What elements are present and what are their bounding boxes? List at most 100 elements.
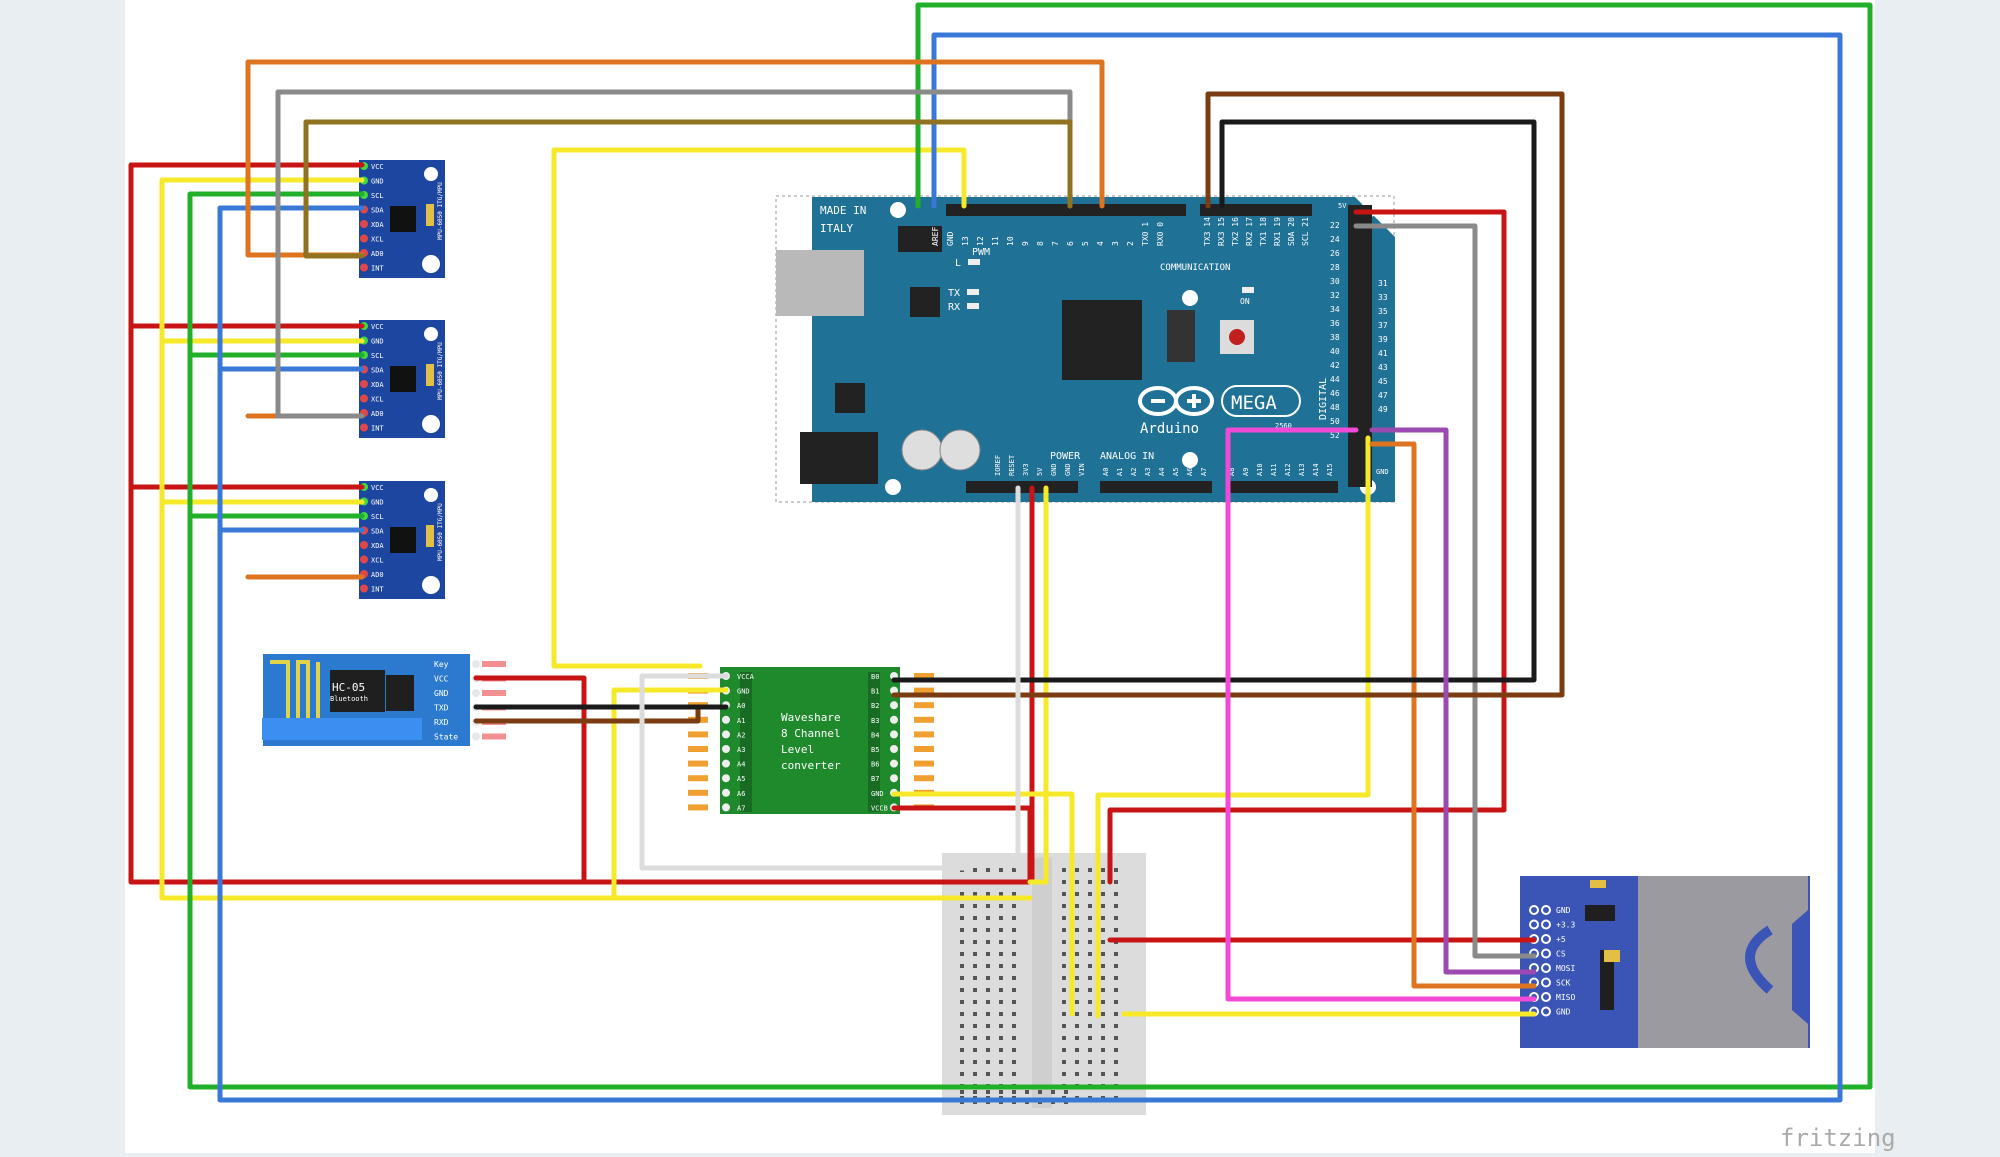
analog-pin-label: A14 <box>1312 463 1320 476</box>
sd-pin-label: CS <box>1556 950 1566 959</box>
mpu-pin-label: SCL <box>371 513 384 521</box>
right-header-pin-label: 46 <box>1330 389 1340 398</box>
breadboard-hole <box>1088 952 1092 956</box>
converter-pin-header <box>688 775 708 782</box>
breadboard-hole <box>1075 1000 1079 1004</box>
breadboard-hole <box>960 976 964 980</box>
hc05-pin-label: State <box>434 733 458 742</box>
mpu-capacitor <box>426 204 434 226</box>
mpu-pin-label: SDA <box>371 207 384 215</box>
breadboard-hole <box>1088 1024 1092 1028</box>
breadboard-hole <box>999 868 1003 872</box>
breadboard-rail-hole <box>960 1090 964 1094</box>
breadboard-rail-hole <box>999 1090 1003 1094</box>
breadboard-hole <box>999 964 1003 968</box>
top-header-pin-label: 11 <box>991 236 1000 246</box>
icsp-header <box>1167 310 1195 362</box>
sd-pin-label: MOSI <box>1556 964 1575 973</box>
breadboard-hole <box>999 1072 1003 1076</box>
converter-right-pin-label: B1 <box>871 688 879 696</box>
sd-pin-label: MISO <box>1556 993 1575 1002</box>
breadboard-hole <box>1101 892 1105 896</box>
converter-pin-header <box>914 702 934 709</box>
mpu-pin <box>360 541 368 549</box>
breadboard-hole <box>1101 988 1105 992</box>
converter-right-pin-label: B4 <box>871 731 879 739</box>
fritzing-watermark: fritzing <box>1780 1124 1896 1152</box>
breadboard-hole <box>1062 868 1066 872</box>
breadboard-rail-hole <box>973 1090 977 1094</box>
breadboard-hole <box>1101 880 1105 884</box>
converter-pin <box>722 759 730 768</box>
breadboard-rail-hole <box>986 1090 990 1094</box>
breadboard-hole <box>999 1000 1003 1004</box>
mpu-pin <box>360 394 368 403</box>
hc05-pin <box>472 660 480 668</box>
breadboard-hole <box>1114 916 1118 920</box>
converter-right-pin-label: GND <box>871 790 884 798</box>
converter-label-line: converter <box>781 759 841 772</box>
breadboard-rail-hole <box>1012 1090 1016 1094</box>
breadboard-hole <box>1062 964 1066 968</box>
breadboard-hole <box>1075 988 1079 992</box>
breadboard-hole <box>986 1036 990 1040</box>
bt-chip <box>330 670 385 712</box>
brand-label: Arduino <box>1140 421 1199 437</box>
sd-pin <box>1541 1006 1551 1017</box>
breadboard-hole <box>1088 964 1092 968</box>
hc05-pin-header <box>482 733 506 740</box>
breadboard-hole <box>973 940 977 944</box>
breadboard-hole <box>1012 1036 1016 1040</box>
power-label: POWER <box>1050 451 1081 462</box>
breadboard-hole <box>1075 952 1079 956</box>
hc05-pin-header <box>482 690 506 696</box>
analog-pin-label: A2 <box>1130 468 1138 476</box>
converter-left-pin-label: VCCA <box>737 673 755 681</box>
breadboard-hole <box>1114 952 1118 956</box>
breadboard-hole <box>1114 988 1118 992</box>
breadboard-hole <box>1075 1048 1079 1052</box>
converter-pin <box>722 774 730 783</box>
breadboard-hole <box>999 904 1003 908</box>
top-header-pin-label: 3 <box>1111 241 1120 246</box>
analog-pin-label: A1 <box>1116 468 1124 476</box>
breadboard-hole <box>986 964 990 968</box>
converter-pin <box>722 788 730 797</box>
mpu-pin-label: SDA <box>371 528 384 536</box>
mpu-pin-label: XDA <box>371 542 384 550</box>
analog-header-a <box>1100 481 1212 493</box>
arduino-logo <box>1138 386 1214 416</box>
converter-pin-header <box>688 804 708 811</box>
breadboard-hole <box>1114 904 1118 908</box>
usb-chip <box>910 287 940 317</box>
red-wire <box>473 675 587 885</box>
green-wire <box>187 2 1873 1090</box>
converter-pin <box>890 745 898 753</box>
breadboard-hole <box>1075 964 1079 968</box>
mpu-pin <box>360 380 368 388</box>
digital-header-top-right <box>1200 204 1312 216</box>
right-header-pin-label: 34 <box>1330 305 1340 314</box>
brown-wire <box>473 705 701 724</box>
breadboard-hole <box>1062 1036 1066 1040</box>
power-pin-label: IOREF <box>994 455 1002 476</box>
sd-pin <box>1541 992 1551 1002</box>
top-header-pin-label: GND <box>946 231 955 246</box>
breadboard-hole <box>1101 1060 1105 1064</box>
atmega-chip <box>1062 300 1142 380</box>
breadboard-hole <box>1088 928 1092 932</box>
mpu-side-label: MPU-6050 ITG/MPU <box>437 182 444 240</box>
converter-pin-header <box>914 673 934 679</box>
breadboard-hole <box>999 1060 1003 1064</box>
mpu-pin-label: AD0 <box>371 410 384 418</box>
breadboard-hole <box>1062 904 1066 908</box>
converter-pin-header <box>914 716 934 723</box>
mpu-pin <box>360 423 368 432</box>
blue-wire <box>217 32 1843 1103</box>
analog-header-b <box>1226 481 1338 493</box>
breadboard-hole <box>960 1060 964 1064</box>
breadboard-hole <box>1062 880 1066 884</box>
breadboard-hole <box>960 1072 964 1076</box>
converter-left-pin-label: A5 <box>737 775 745 783</box>
